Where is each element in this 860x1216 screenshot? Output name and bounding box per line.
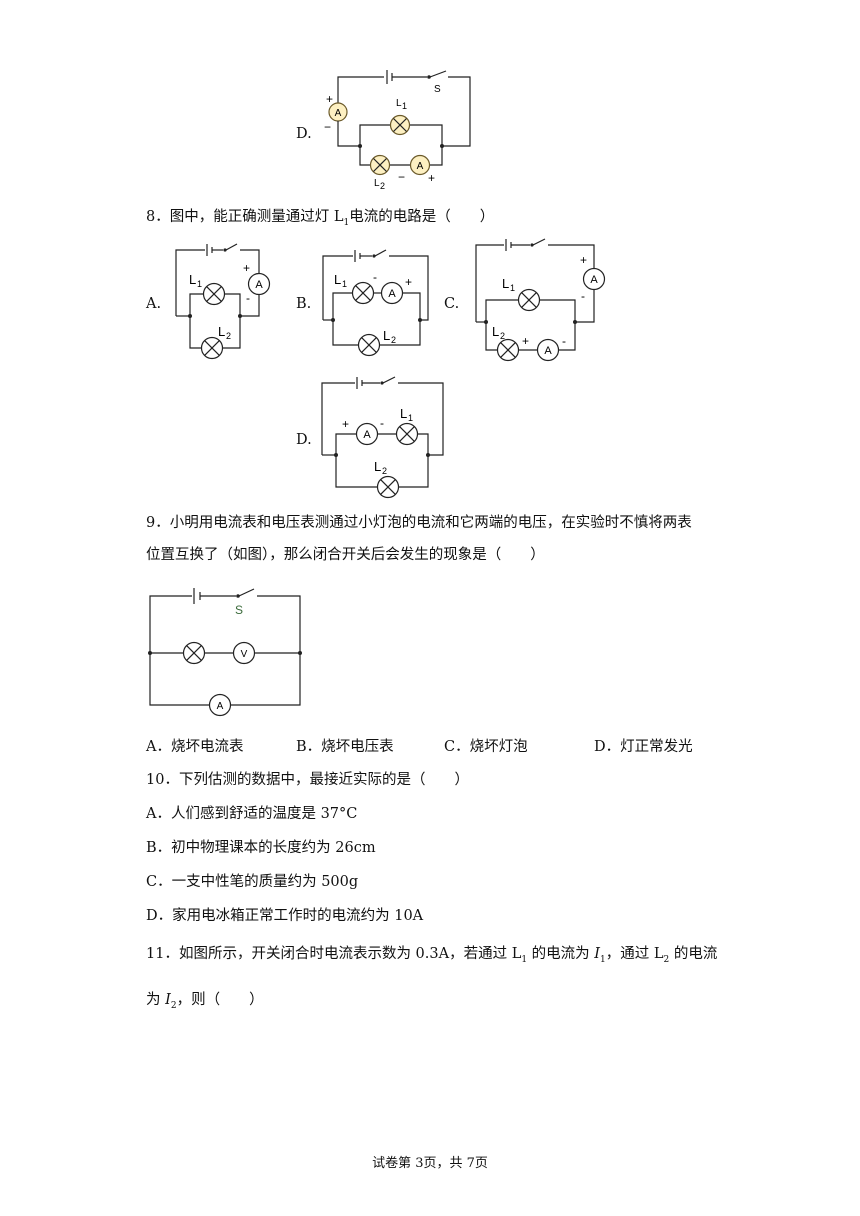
page-footer: 试卷第 3页，共 7页: [372, 1156, 488, 1171]
svg-text:V: V: [241, 649, 248, 660]
svg-text:2: 2: [500, 331, 505, 341]
q8-circuit-d: A + - L 1 L 2: [321, 376, 444, 499]
q9-option-a: A．烧坏电流表: [146, 739, 244, 755]
svg-text:A: A: [363, 429, 371, 441]
q9-option-d: D．灯正常发光: [594, 739, 693, 755]
ammeter-icon: [582, 267, 606, 291]
q8-stem: 8．图中，能正确测量通过灯 L1电流的电路是（ ）: [146, 209, 495, 228]
svg-text:2: 2: [226, 331, 231, 341]
svg-text:A: A: [417, 161, 424, 172]
svg-text:L: L: [189, 272, 196, 287]
q10-stem: 10．下列估测的数据中，最接近实际的是（ ）: [146, 772, 469, 788]
svg-text:-: -: [246, 291, 250, 305]
q11-stem-line1: 11．如图所示，开关闭合时电流表示数为 0.3A，若通过 L1 的电流为 I1，…: [146, 946, 718, 965]
q10-option-b: B．初中物理课本的长度约为 26cm: [146, 840, 376, 856]
svg-text:L: L: [374, 459, 381, 474]
q8-option-c-label: C.: [444, 296, 460, 312]
svg-text:+: +: [428, 171, 435, 185]
q8-circuit-c: A + - L 1 A L 2 + -: [475, 238, 606, 362]
svg-text:2: 2: [380, 181, 385, 191]
svg-text:S: S: [235, 603, 243, 617]
svg-text:−: −: [324, 120, 331, 134]
svg-text:2: 2: [391, 335, 396, 345]
ammeter-icon: [208, 693, 232, 717]
svg-text:L: L: [218, 324, 225, 339]
q8-option-d-label: D.: [296, 432, 312, 448]
svg-text:A: A: [590, 274, 598, 286]
svg-text:-: -: [373, 270, 377, 284]
svg-text:1: 1: [408, 413, 413, 423]
svg-text:1: 1: [510, 283, 515, 293]
q9-option-c: C．烧坏灯泡: [444, 739, 528, 755]
svg-text:L: L: [334, 272, 341, 287]
q10-option-c: C．一支中性笔的质量约为 500g: [146, 874, 359, 890]
svg-text:L: L: [492, 324, 499, 339]
svg-text:+: +: [522, 334, 529, 348]
svg-text:1: 1: [342, 279, 347, 289]
svg-text:+: +: [342, 417, 349, 431]
svg-text:+: +: [326, 92, 333, 106]
svg-text:L: L: [400, 406, 407, 421]
q8-circuit-a: A + - L 1 L 2: [175, 243, 271, 360]
svg-text:2: 2: [382, 466, 387, 476]
svg-text:A: A: [335, 108, 342, 119]
svg-text:L: L: [502, 276, 509, 291]
q9-stem-line1: 9．小明用电流表和电压表测通过小灯泡的电流和它两端的电压，在实验时不慎将两表: [146, 515, 692, 531]
q10-option-a: A．人们感到舒适的温度是 37°C: [146, 806, 358, 822]
svg-text:A: A: [217, 701, 224, 712]
svg-text:L: L: [374, 178, 380, 189]
svg-text:-: -: [562, 334, 566, 348]
ammeter-icon: [247, 272, 271, 296]
svg-text:+: +: [405, 275, 412, 289]
svg-text:A: A: [255, 279, 263, 291]
svg-text:A: A: [388, 288, 396, 300]
svg-text:1: 1: [197, 279, 202, 289]
svg-text:A: A: [544, 345, 552, 357]
svg-text:1: 1: [402, 101, 407, 111]
q8-option-b-label: B.: [296, 296, 312, 312]
svg-text:+: +: [580, 253, 587, 267]
svg-text:+: +: [243, 261, 250, 275]
svg-text:-: -: [380, 416, 384, 430]
svg-text:L: L: [383, 328, 390, 343]
svg-text:S: S: [434, 84, 441, 95]
svg-text:L: L: [396, 98, 402, 109]
q9-stem-line2: 位置互换了（如图），那么闭合开关后会发生的现象是（ ）: [146, 547, 545, 563]
voltmeter-icon: [232, 641, 256, 665]
svg-text:−: −: [398, 170, 405, 184]
q11-stem-line2: 为 I2，则（ ）: [146, 992, 264, 1011]
q9-option-b: B．烧坏电压表: [296, 739, 394, 755]
q8-circuit-b: A - + L 1 L 2: [322, 249, 429, 357]
q10-option-d: D．家用电冰箱正常工作时的电流约为 10A: [146, 908, 424, 924]
q7-option-d-label: D.: [296, 126, 312, 142]
svg-text:-: -: [581, 289, 585, 303]
q8-option-a-label: A.: [146, 296, 162, 312]
